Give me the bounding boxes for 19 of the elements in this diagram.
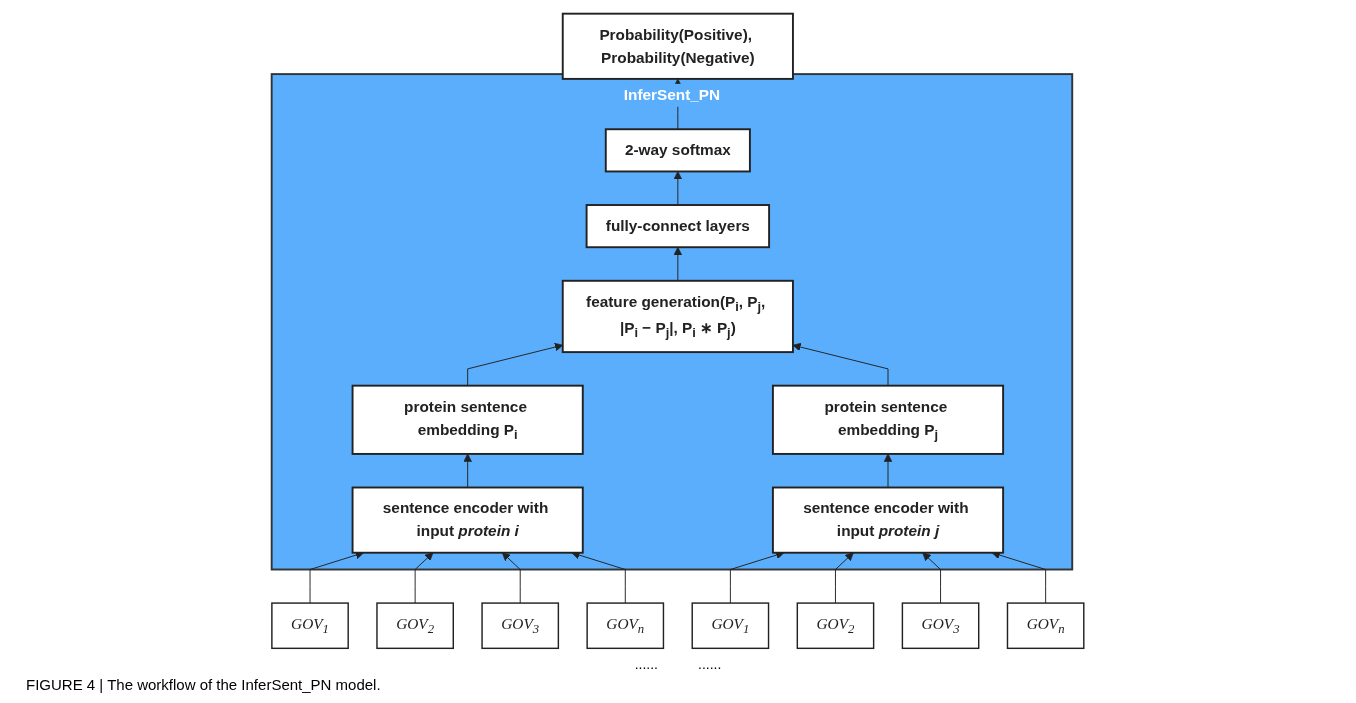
node-box: 2-way softmax [605, 128, 752, 173]
node-box: GOV$_{2}$ [796, 602, 875, 650]
node-box: sentence encoder with input protein i [351, 486, 584, 554]
node-box: sentence encoder with input protein j [772, 486, 1005, 554]
node-box: GOV$_{3}$ [901, 602, 980, 650]
node-box: feature generation(P$_{i}$, P$_{j}$, |P$_{i}$ − P$_{j}$|, P$_{i}$ ∗ P$_{j}$) [562, 279, 795, 354]
node-box: GOV$_{1}$ [271, 602, 350, 650]
node-box: Probability(Positive), Probability(Negative) [562, 12, 795, 80]
node-box: protein sentence embedding P$_{i}$ [351, 384, 584, 455]
node-box: GOV$_{n}$ [586, 602, 665, 650]
node-box: GOV$_{3}$ [481, 602, 560, 650]
node-box: GOV$_{1}$ [691, 602, 770, 650]
node-box: GOV$_{2}$ [376, 602, 455, 650]
node-box: protein sentence embedding P$_{j}$ [772, 384, 1005, 455]
node-box: GOV$_{n}$ [1007, 602, 1085, 650]
figure-caption: FIGURE 4 | The workflow of the InferSent_PN model. [26, 676, 381, 693]
node-box: fully-connect layers [585, 204, 771, 249]
ellipsis-text: ...... [634, 656, 658, 672]
ellipsis-text: ...... [698, 656, 722, 672]
